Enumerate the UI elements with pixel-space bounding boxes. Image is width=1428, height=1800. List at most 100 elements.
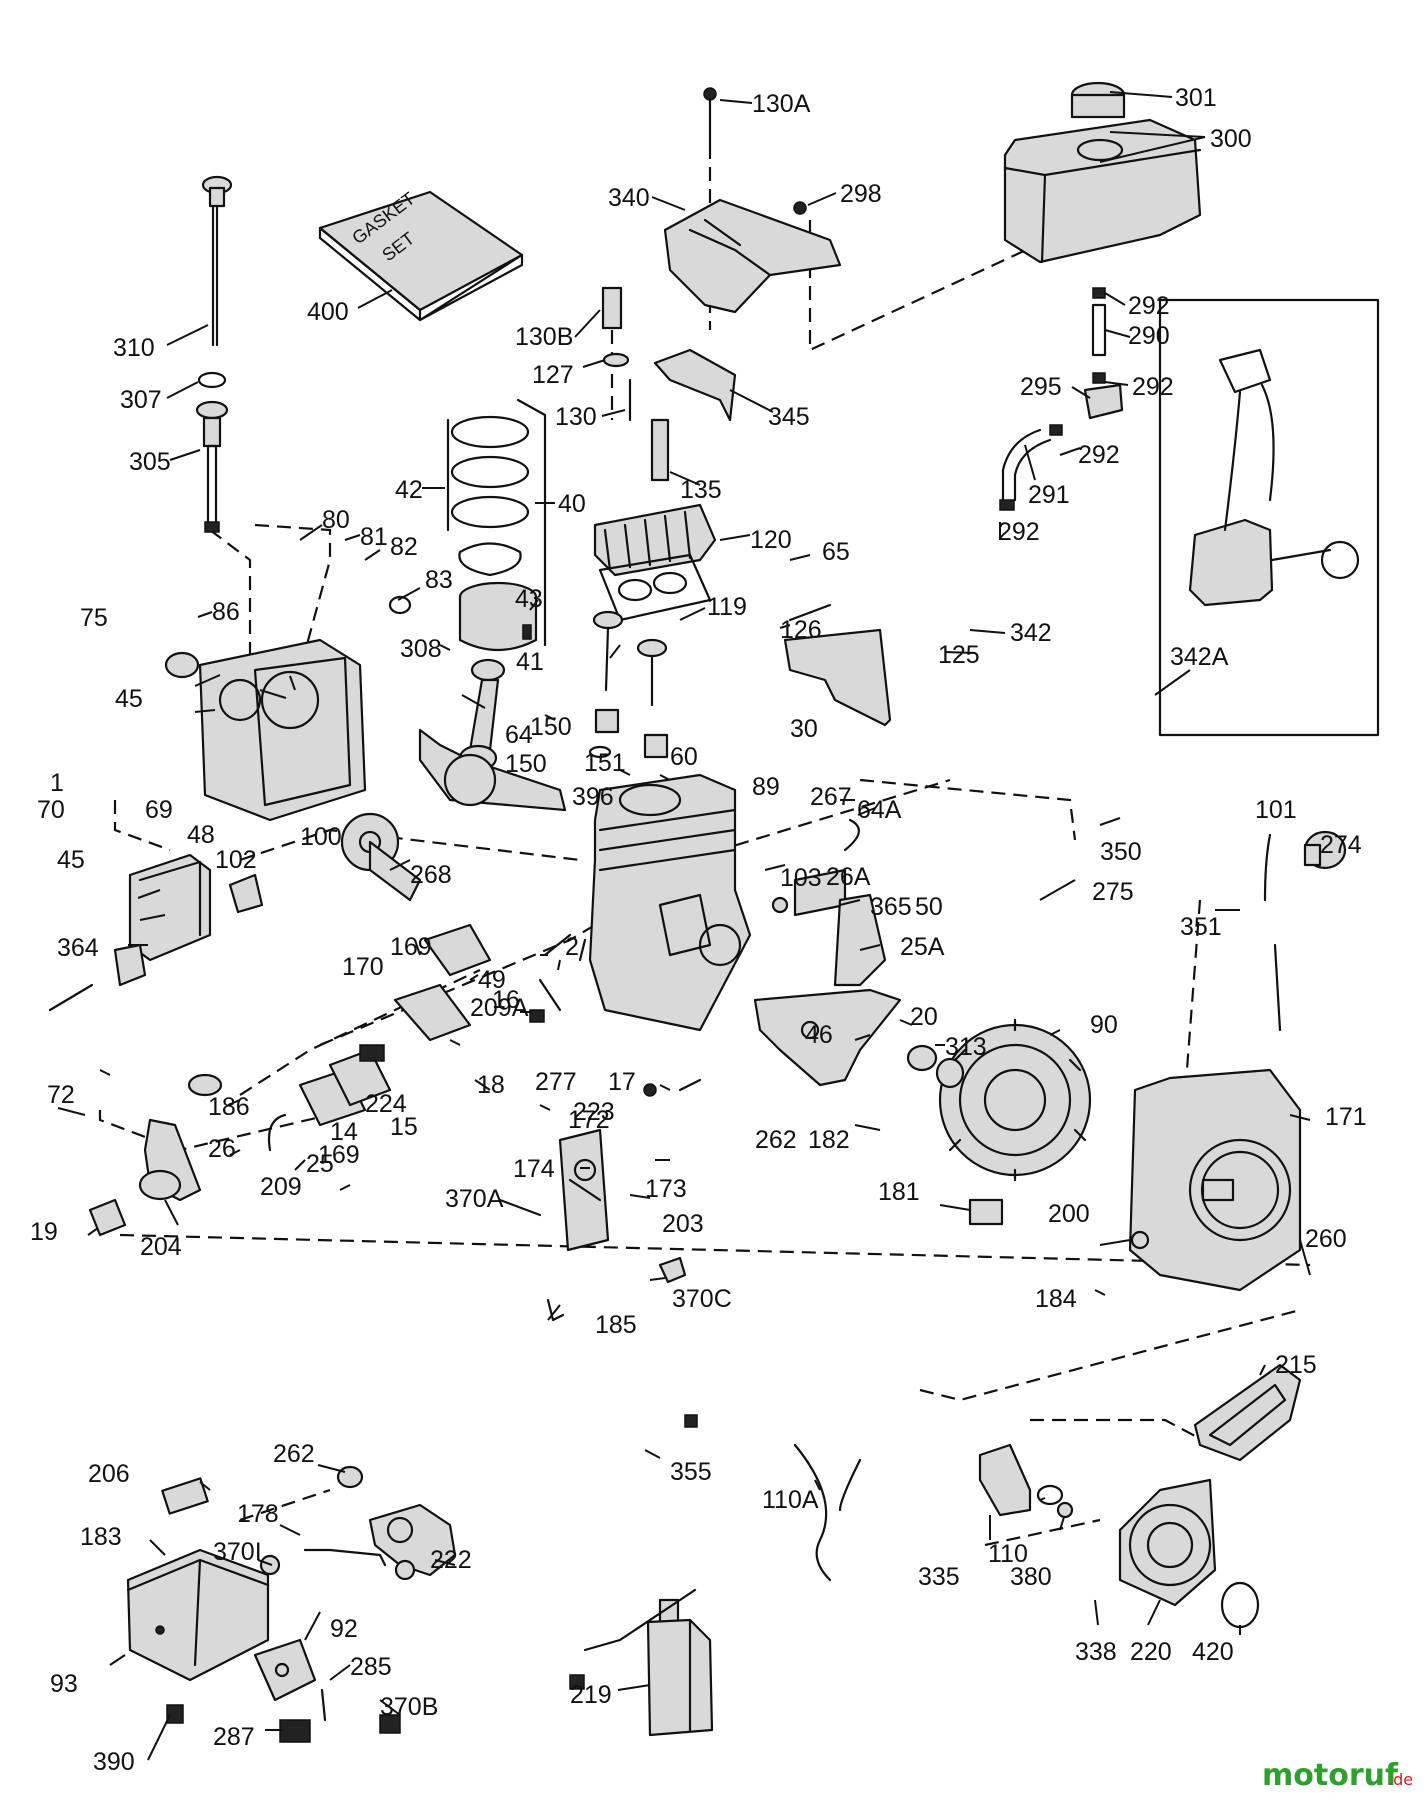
callout: 83 <box>425 566 453 594</box>
callout: 351 <box>1180 913 1222 941</box>
callout: 173 <box>645 1175 687 1203</box>
watermark-suffix: .de <box>1388 1770 1413 1789</box>
callout: 43 <box>515 585 543 613</box>
callout: 224 <box>365 1090 407 1118</box>
callout: 26A <box>826 863 871 891</box>
callout: 110A <box>762 1486 819 1514</box>
leader-lines <box>57 91 1311 1761</box>
inset-box-396 <box>1158 298 1380 737</box>
engine-block <box>588 773 752 1032</box>
callout: 2 <box>565 933 579 961</box>
callout: 25 <box>306 1150 334 1178</box>
callout: 262 <box>273 1440 315 1468</box>
callout: 204 <box>140 1233 182 1261</box>
callout: 41 <box>516 648 544 676</box>
callout: 268 <box>410 861 452 889</box>
callout: 396 <box>572 783 614 811</box>
callout: 174 <box>513 1155 555 1183</box>
callout: 370A <box>445 1185 504 1213</box>
callout: 186 <box>208 1093 250 1121</box>
callout: 75 <box>80 604 108 632</box>
callout: 313 <box>945 1033 987 1061</box>
callout: 222 <box>430 1546 472 1574</box>
callout: 200 <box>1048 1200 1090 1228</box>
oil-bottle <box>646 1598 714 1737</box>
callout: 308 <box>400 635 442 663</box>
callout: 130B <box>515 323 573 351</box>
callout: 86 <box>212 598 240 626</box>
callout: 130A <box>752 90 811 118</box>
carburetor <box>259 1465 457 1581</box>
label-370A <box>968 1198 1004 1226</box>
fuel-line-parts <box>999 287 1124 511</box>
callout: 275 <box>1092 878 1134 906</box>
callout: 82 <box>390 533 418 561</box>
callout: 60 <box>670 743 698 771</box>
callout: 72 <box>47 1081 75 1109</box>
callout: 262 <box>755 1126 797 1154</box>
callout: 64 <box>505 721 533 749</box>
callout: 90 <box>1090 1011 1118 1039</box>
watermark-brand: motoruf <box>1262 1758 1399 1793</box>
reed-gaskets <box>267 923 492 1152</box>
callout: 65 <box>822 538 850 566</box>
crankshaft <box>418 728 567 812</box>
callout: 42 <box>395 476 423 504</box>
callout: 80 <box>322 506 350 534</box>
callout: 169 <box>390 933 432 961</box>
callout: 420 <box>1192 1638 1234 1666</box>
recoil-starter <box>1118 1478 1260 1629</box>
callout: 292 <box>998 518 1040 546</box>
valves-springs <box>588 610 669 759</box>
callout: 287 <box>213 1723 255 1751</box>
connecting-rod <box>458 658 506 772</box>
callout: 219 <box>570 1681 612 1709</box>
callout: 184 <box>1035 1285 1077 1313</box>
callout: 277 <box>535 1068 577 1096</box>
callout: 25A <box>900 933 945 961</box>
callout: 292 <box>1078 441 1120 469</box>
callout: 1 <box>50 769 64 797</box>
callout: 292 <box>1128 292 1170 320</box>
callout: 92 <box>330 1615 358 1643</box>
callout: 181 <box>878 1178 920 1206</box>
governor-control-plate <box>498 1128 687 1322</box>
muffler <box>48 853 264 1012</box>
callout: 126 <box>780 616 822 644</box>
callout: 300 <box>1210 125 1252 153</box>
label-370I <box>161 1477 209 1515</box>
callout: 203 <box>662 1210 704 1238</box>
callout: 290 <box>1128 322 1170 350</box>
callout: 370I <box>213 1538 262 1566</box>
callout: 150 <box>530 713 572 741</box>
callout: 64A <box>857 796 902 824</box>
callout: 100 <box>300 823 342 851</box>
callout: 110 <box>988 1540 1028 1568</box>
callout: 49 <box>478 966 506 994</box>
callout: 15 <box>390 1113 418 1141</box>
callout: 215 <box>1275 1351 1317 1379</box>
callout: 178 <box>237 1500 279 1528</box>
governor-linkage-parts <box>529 933 702 1097</box>
callout: 274 <box>1320 831 1362 859</box>
callout: 307 <box>120 386 162 414</box>
starter-cup-355 <box>1193 1363 1302 1462</box>
baffle-60 <box>783 603 892 727</box>
bolts-top <box>601 87 807 482</box>
fuel-tank <box>1003 81 1202 264</box>
blower-housing <box>1128 1068 1302 1292</box>
air-cleaner-cover-335 <box>126 1548 270 1724</box>
callout: 45 <box>57 846 85 874</box>
callout: 93 <box>50 1670 78 1698</box>
callout: 172 <box>568 1106 610 1134</box>
callout: 170 <box>342 953 384 981</box>
callout: 151 <box>584 749 626 777</box>
callout: 260 <box>1305 1225 1347 1253</box>
bracket-345 <box>653 348 737 422</box>
callout: 127 <box>532 361 574 389</box>
callout: 70 <box>37 796 65 824</box>
callout: 267 <box>810 783 852 811</box>
callout: 40 <box>558 490 586 518</box>
callout: 26 <box>208 1135 236 1163</box>
callout: 206 <box>88 1460 130 1488</box>
